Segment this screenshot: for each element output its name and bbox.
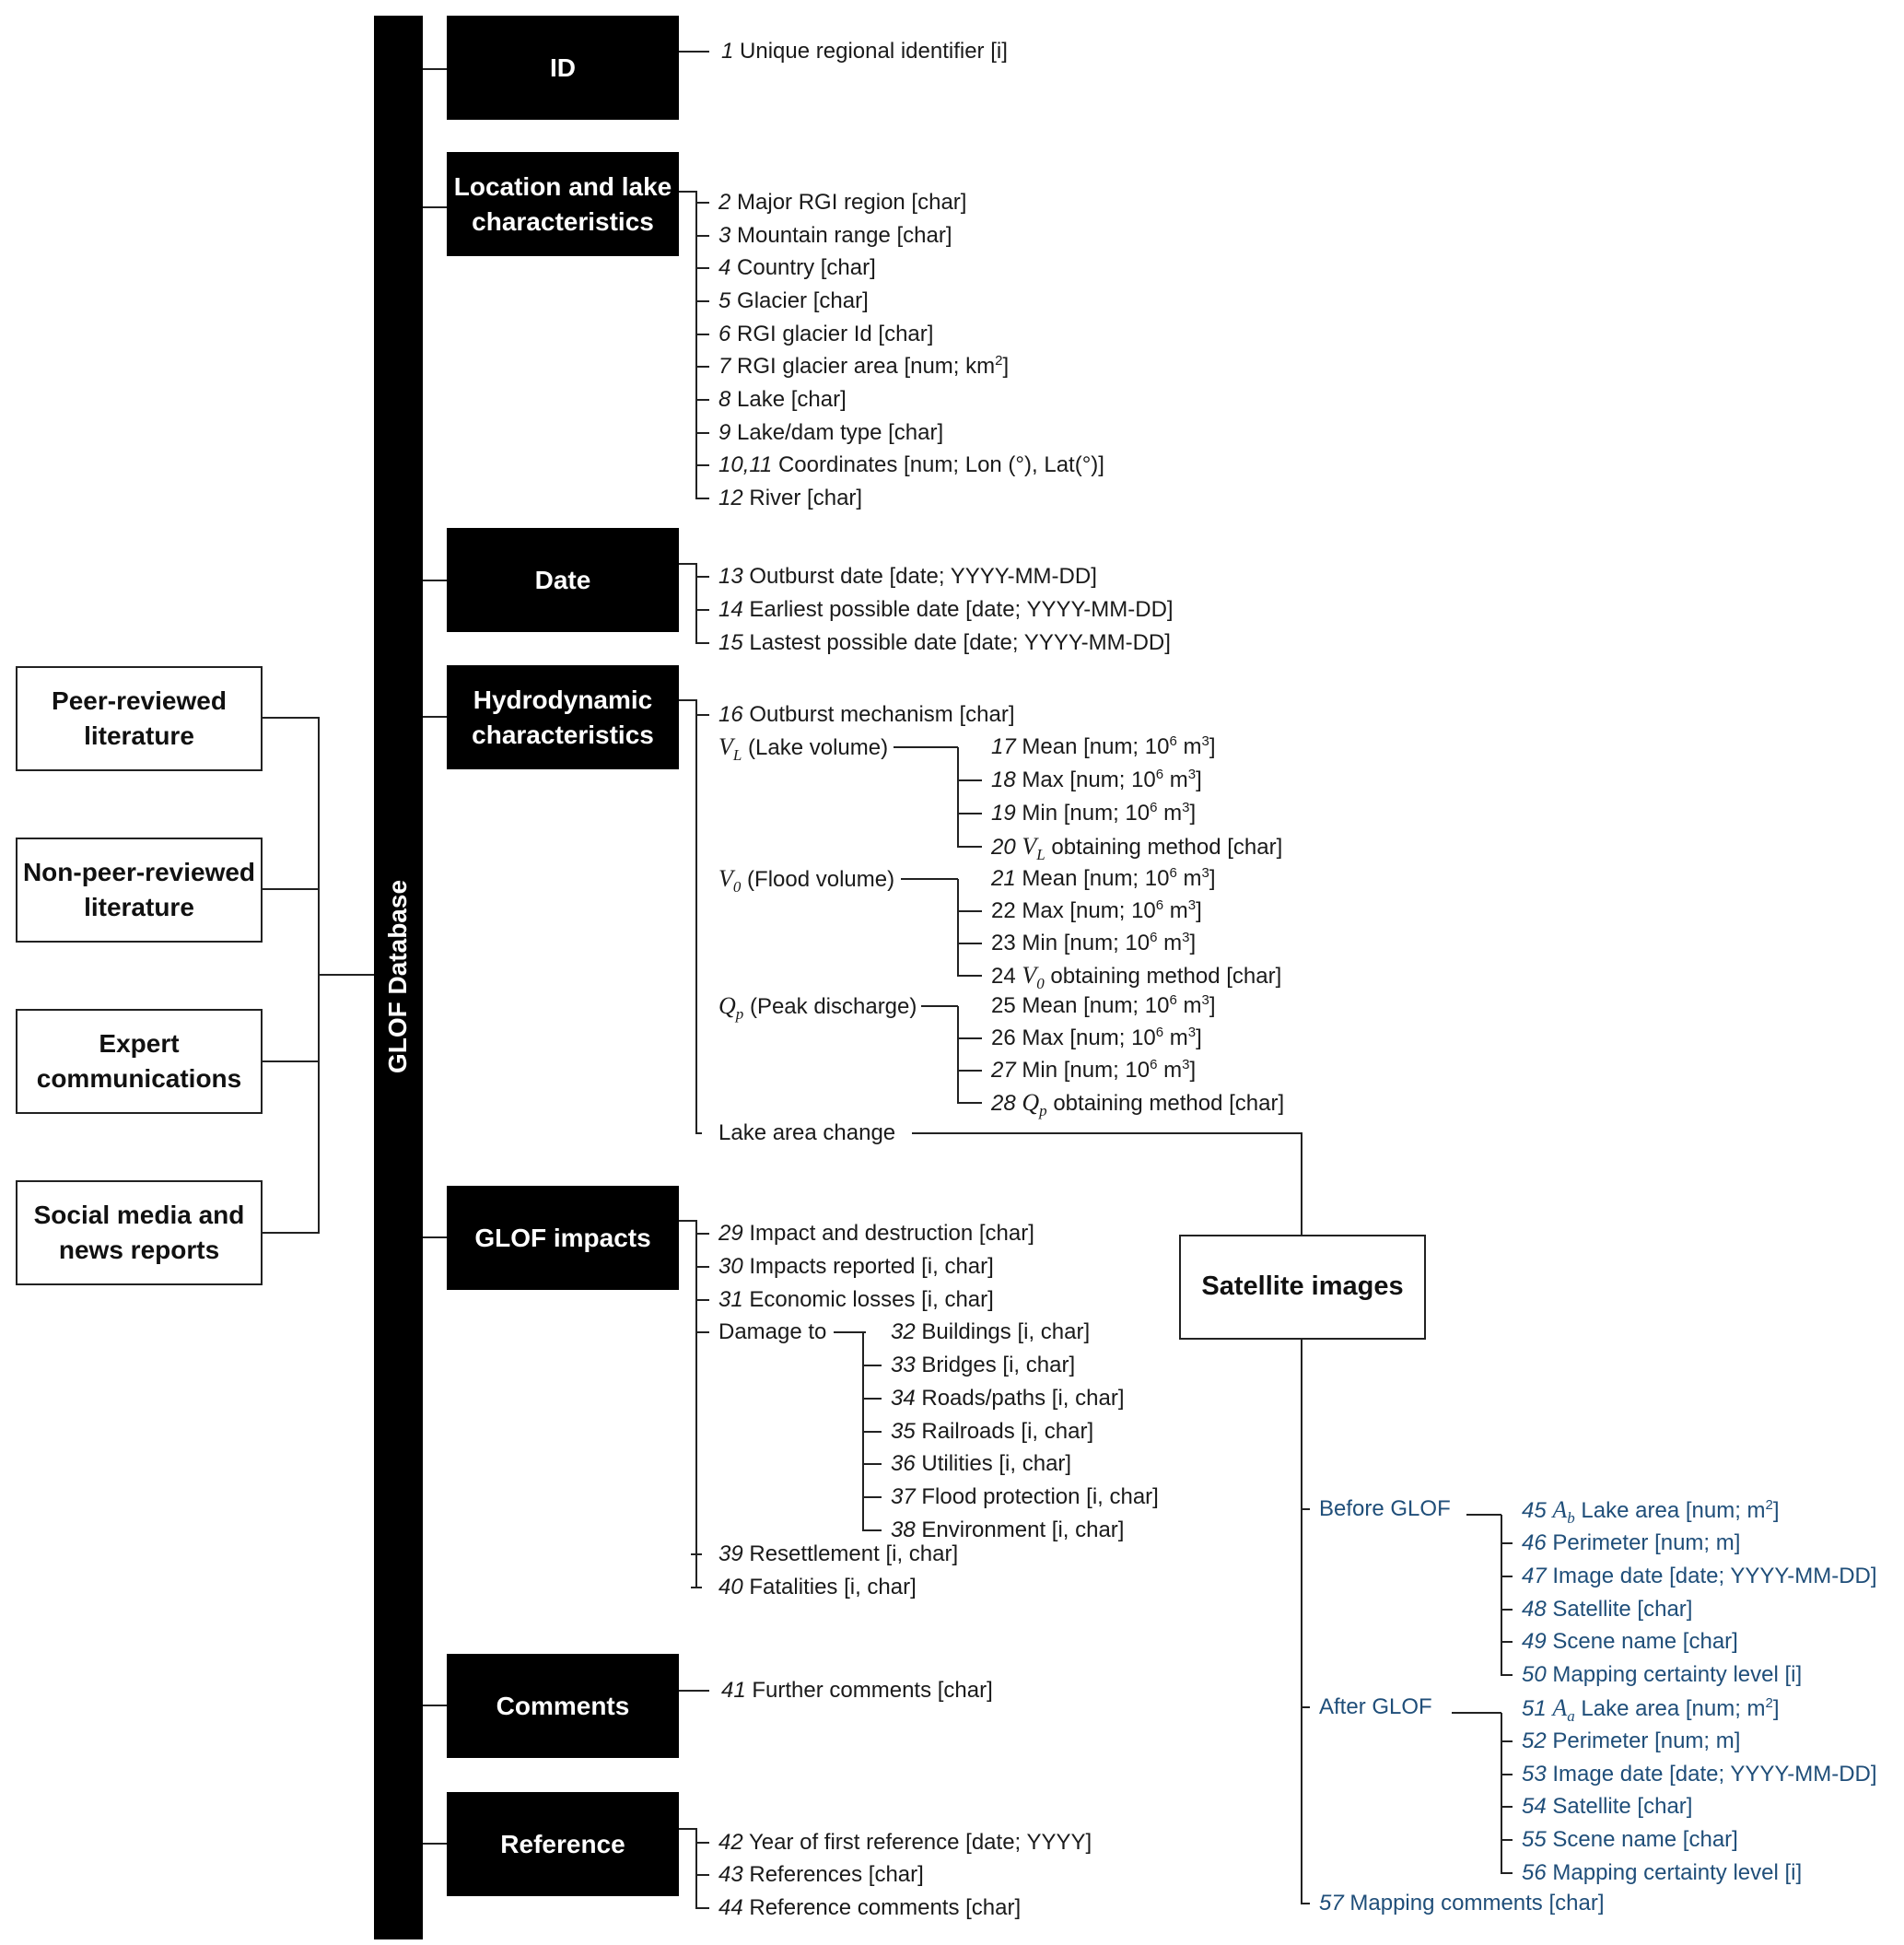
field-10-11: 10,11 Coordinates [num; Lon (°), Lat(°)] — [718, 452, 1104, 477]
field-19: 19 Min [num; 106 m3] — [991, 800, 1197, 826]
field-55: 55 Scene name [char] — [1522, 1827, 1738, 1852]
group-peak-discharge: Qp (Peak discharge) — [718, 992, 917, 1024]
satellite-images-box: Satellite images — [1179, 1235, 1426, 1340]
field-36: 36 Utilities [i, char] — [891, 1451, 1072, 1476]
field-23: 23 Min [num; 106 m3] — [991, 930, 1197, 955]
category-date: Date — [447, 528, 679, 632]
field-21: 21 Mean [num; 106 m3] — [991, 865, 1216, 891]
field-3: 3 Mountain range [char] — [718, 223, 952, 248]
field-47: 47 Image date [date; YYYY-MM-DD] — [1522, 1564, 1877, 1588]
group-damage-to: Damage to — [718, 1319, 827, 1344]
field-49: 49 Scene name [char] — [1522, 1629, 1738, 1654]
category-comments: Comments — [447, 1654, 679, 1758]
field-53: 53 Image date [date; YYYY-MM-DD] — [1522, 1762, 1877, 1787]
field-57: 57 Mapping comments [char] — [1319, 1891, 1605, 1916]
field-4: 4 Country [char] — [718, 255, 876, 280]
field-25: 25 Mean [num; 106 m3] — [991, 992, 1216, 1018]
field-50: 50 Mapping certainty level [i] — [1522, 1662, 1803, 1687]
field-22: 22 Max [num; 106 m3] — [991, 897, 1202, 923]
field-13: 13 Outburst date [date; YYYY-MM-DD] — [718, 564, 1097, 589]
field-1: 1 Unique regional identifier [i] — [721, 39, 1008, 64]
field-16: 16 Outburst mechanism [char] — [718, 702, 1015, 727]
group-lake-volume: VL (Lake volume) — [718, 733, 889, 765]
field-40: 40 Fatalities [i, char] — [718, 1575, 917, 1599]
field-24: 24 V0 obtaining method [char] — [991, 962, 1282, 993]
field-15: 15 Lastest possible date [date; YYYY-MM-… — [718, 630, 1171, 655]
field-29: 29 Impact and destruction [char] — [718, 1221, 1034, 1246]
field-43: 43 References [char] — [718, 1862, 924, 1887]
field-2: 2 Major RGI region [char] — [718, 190, 967, 215]
field-54: 54 Satellite [char] — [1522, 1794, 1693, 1819]
field-48: 48 Satellite [char] — [1522, 1597, 1693, 1622]
field-18: 18 Max [num; 106 m3] — [991, 767, 1202, 792]
category-reference: Reference — [447, 1792, 679, 1896]
field-46: 46 Perimeter [num; m] — [1522, 1530, 1741, 1555]
field-39: 39 Resettlement [i, char] — [718, 1541, 959, 1566]
field-20: 20 VL obtaining method [char] — [991, 833, 1283, 864]
field-27: 27 Min [num; 106 m3] — [991, 1057, 1197, 1083]
field-31: 31 Economic losses [i, char] — [718, 1287, 994, 1312]
group-after-glof: After GLOF — [1319, 1694, 1432, 1719]
field-35: 35 Railroads [i, char] — [891, 1419, 1094, 1444]
field-7: 7 RGI glacier area [num; km2] — [718, 353, 1010, 379]
database-label: GLOF Database — [383, 879, 412, 1074]
field-34: 34 Roads/paths [i, char] — [891, 1386, 1125, 1411]
field-44: 44 Reference comments [char] — [718, 1895, 1022, 1920]
field-38: 38 Environment [i, char] — [891, 1517, 1125, 1542]
field-14: 14 Earliest possible date [date; YYYY-MM… — [718, 597, 1174, 622]
field-8: 8 Lake [char] — [718, 387, 847, 412]
field-41: 41 Further comments [char] — [721, 1678, 993, 1703]
field-37: 37 Flood protection [i, char] — [891, 1484, 1159, 1509]
field-56: 56 Mapping certainty level [i] — [1522, 1860, 1803, 1885]
field-33: 33 Bridges [i, char] — [891, 1353, 1076, 1377]
category-glof-impacts: GLOF impacts — [447, 1186, 679, 1290]
field-5: 5 Glacier [char] — [718, 288, 869, 313]
field-52: 52 Perimeter [num; m] — [1522, 1728, 1741, 1753]
field-26: 26 Max [num; 106 m3] — [991, 1025, 1202, 1050]
field-12: 12 River [char] — [718, 486, 863, 510]
field-32: 32 Buildings [i, char] — [891, 1319, 1091, 1344]
group-flood-volume: V0 (Flood volume) — [718, 865, 895, 896]
field-51: 51 Aa Lake area [num; m2] — [1522, 1694, 1780, 1726]
field-6: 6 RGI glacier Id [char] — [718, 322, 934, 346]
group-lake-area-change: Lake area change — [718, 1120, 896, 1145]
category-id: ID — [447, 16, 679, 120]
field-28: 28 Qp obtaining method [char] — [991, 1089, 1285, 1120]
field-30: 30 Impacts reported [i, char] — [718, 1254, 994, 1279]
field-42: 42 Year of first reference [date; YYYY] — [718, 1830, 1092, 1855]
database-spine — [374, 16, 423, 1939]
field-17: 17 Mean [num; 106 m3] — [991, 733, 1216, 759]
group-before-glof: Before GLOF — [1319, 1496, 1451, 1521]
field-9: 9 Lake/dam type [char] — [718, 420, 944, 445]
field-45: 45 Ab Lake area [num; m2] — [1522, 1496, 1780, 1528]
